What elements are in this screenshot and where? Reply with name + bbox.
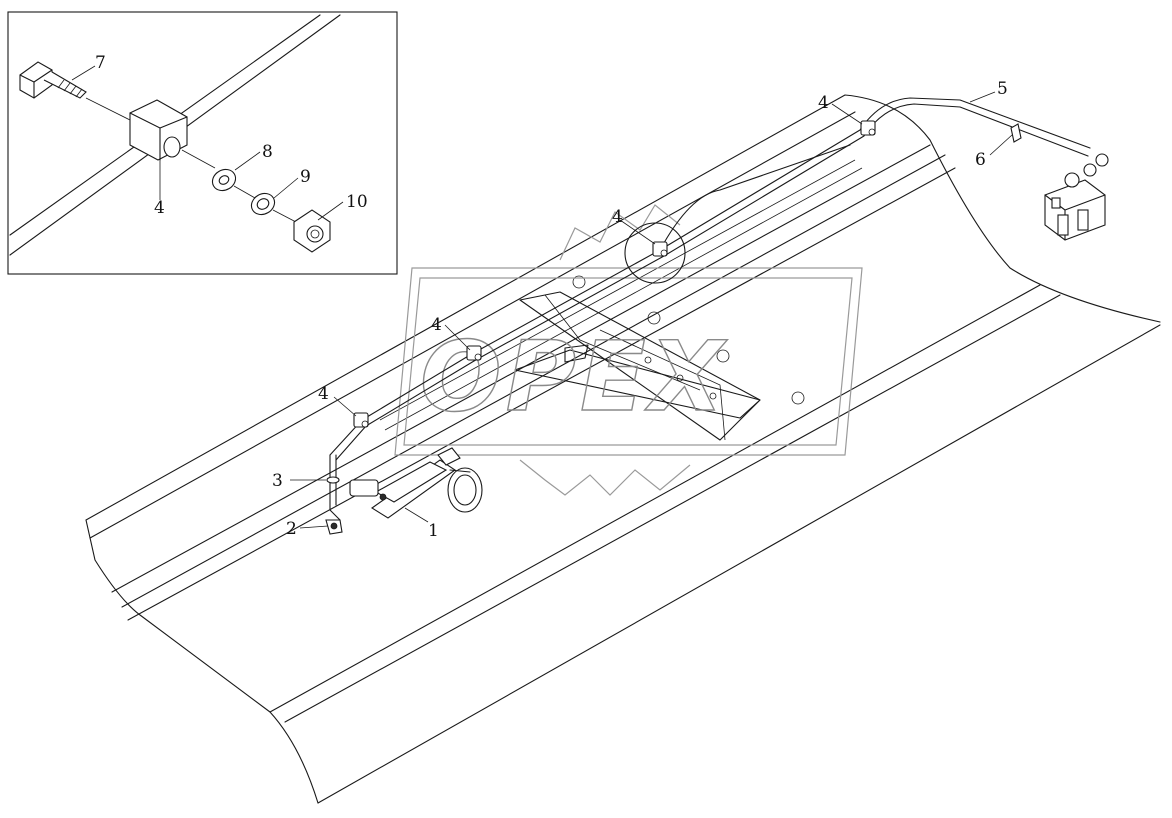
- callout-2: 2: [286, 519, 297, 539]
- brake-chamber: [349, 447, 483, 519]
- callout-7: 7: [95, 53, 106, 73]
- clamp-2: [466, 345, 482, 361]
- leader-lines: [71, 65, 1013, 529]
- callout-10: 10: [346, 192, 368, 212]
- brake-pipe: [329, 97, 1091, 521]
- relay-valve: [1044, 153, 1109, 241]
- frame-body: [85, 94, 1161, 804]
- clamp-3: [652, 241, 668, 257]
- clamp-4: [860, 120, 876, 136]
- callout-8: 8: [262, 142, 273, 162]
- fitting-elbow: [325, 519, 343, 535]
- cross-member: [514, 275, 805, 441]
- callout-4-upper: 4: [612, 207, 623, 227]
- callout-4-top: 4: [818, 93, 829, 113]
- callout-labels: 7 4 8 9 10 3 2 1 4 4 4 4 5 6: [95, 53, 1008, 541]
- callout-1: 1: [428, 521, 439, 541]
- clamp-1: [353, 412, 369, 428]
- callout-5: 5: [997, 79, 1008, 99]
- clamp-block: [129, 99, 188, 161]
- flat-washer: [211, 168, 237, 192]
- watermark-logo: OPEX: [394, 204, 863, 496]
- callout-3: 3: [272, 471, 283, 491]
- bolt: [19, 61, 87, 99]
- spring-washer: [250, 192, 276, 216]
- callout-6: 6: [975, 150, 986, 170]
- callout-4-lower: 4: [318, 384, 329, 404]
- hex-nut: [293, 209, 331, 253]
- hose-clip: [1010, 123, 1022, 143]
- detail-circle: [624, 222, 686, 284]
- callout-9: 9: [300, 167, 311, 187]
- pipe-clip: [326, 476, 340, 484]
- detail-inset: [7, 11, 398, 275]
- callout-4-inset: 4: [154, 198, 165, 218]
- watermark-text: OPEX: [420, 321, 728, 433]
- pipe-clamps: [353, 120, 876, 428]
- callout-4-middle: 4: [431, 315, 442, 335]
